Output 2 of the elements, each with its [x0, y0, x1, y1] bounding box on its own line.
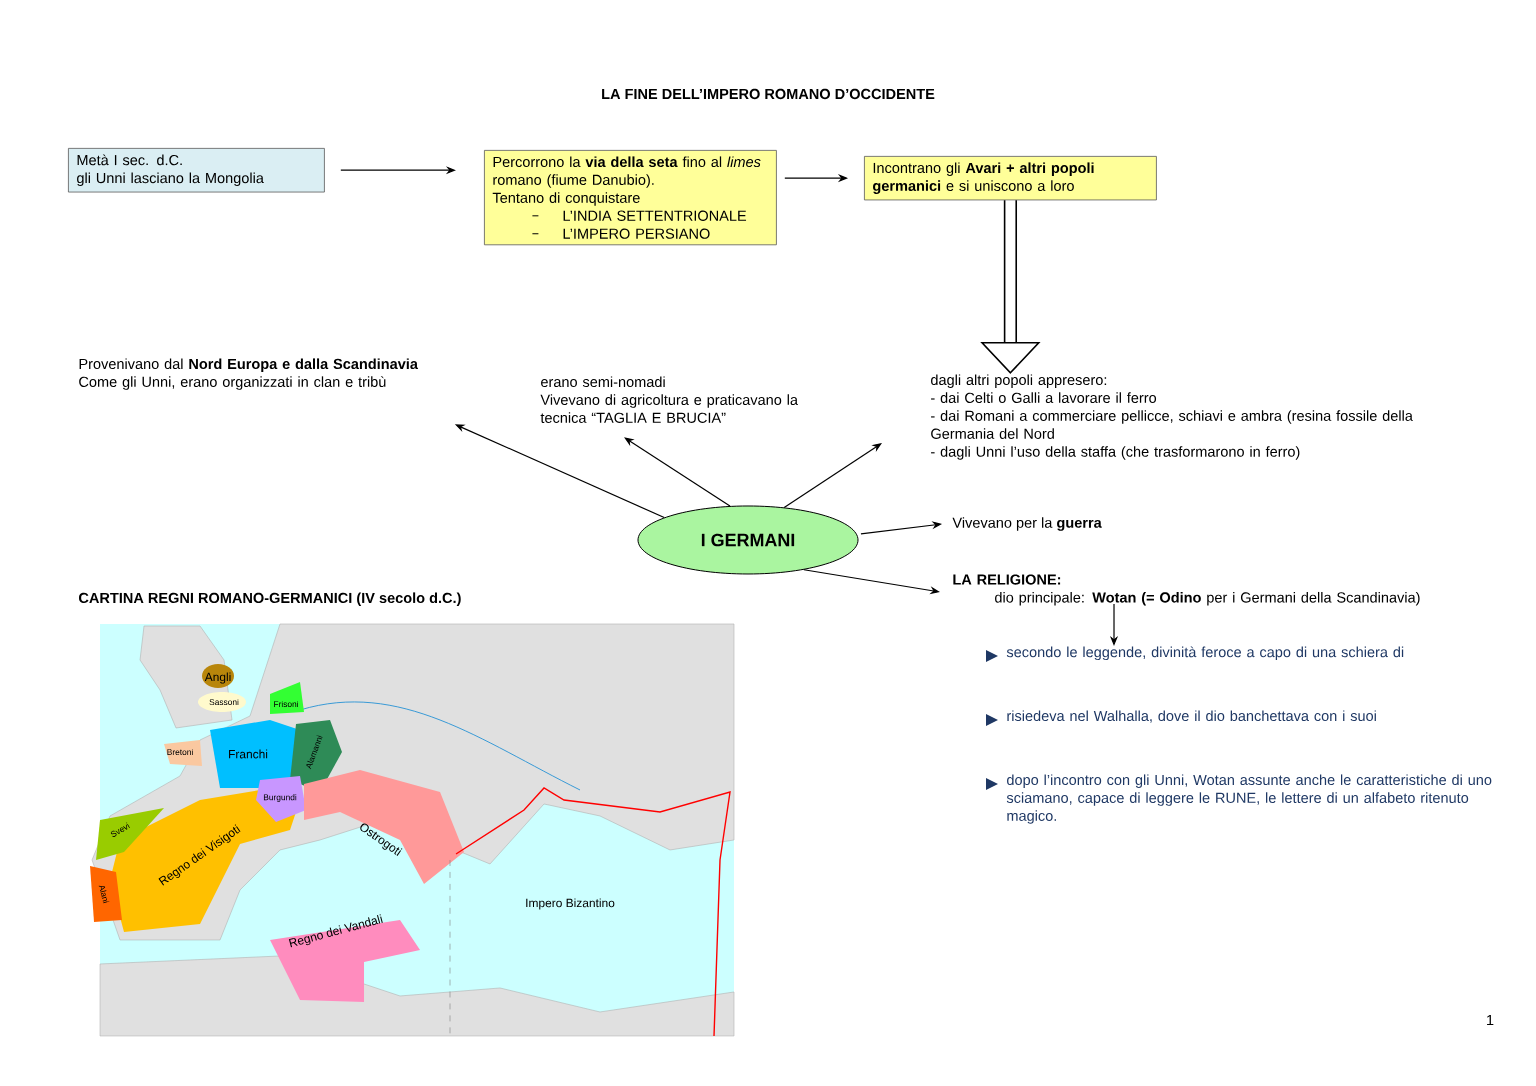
arrow: [783, 443, 882, 508]
arrow: [624, 437, 731, 507]
